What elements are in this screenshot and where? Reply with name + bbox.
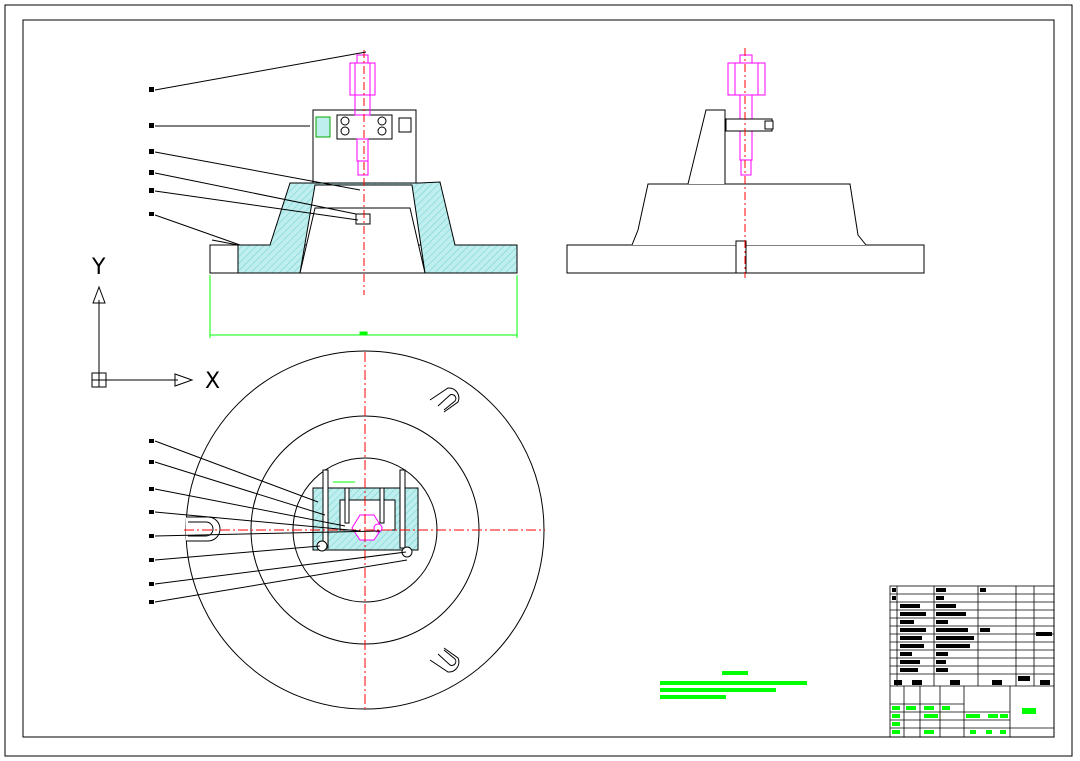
top-leaders (154, 440, 408, 603)
u-slot-top-right-inner (437, 394, 457, 411)
side-upright (687, 109, 726, 185)
side-slot (735, 240, 747, 274)
base-step (211, 239, 239, 246)
u-slot-left-inner (188, 521, 214, 537)
side-view (566, 48, 925, 278)
clamp-bolt-right (377, 116, 387, 126)
top-view (149, 350, 545, 710)
title-block (889, 585, 1055, 738)
u-slot-bottom-right-inner (437, 649, 457, 666)
top-tags (149, 439, 154, 604)
technical-notes (660, 671, 807, 699)
front-view (149, 50, 518, 338)
ucs-y-label: Y (91, 255, 106, 280)
ucs-x-label: X (205, 369, 220, 394)
detail-callout (315, 116, 331, 138)
front-leaders (154, 51, 367, 246)
side-nut (398, 117, 412, 133)
pin-head-mid (373, 523, 383, 533)
side-body (631, 183, 867, 246)
title-block-green-marks (892, 706, 1036, 734)
clamp-bolt-left (340, 116, 350, 126)
clamp-bolt-left-lower (340, 126, 350, 136)
side-screw (727, 54, 766, 176)
inner-border (22, 19, 1055, 738)
front-tags (149, 87, 154, 216)
body-cavity (299, 207, 426, 274)
fixture-body-section (237, 181, 518, 274)
bottom-nut (355, 213, 371, 225)
u-slot-left (186, 516, 221, 542)
ucs-icon (91, 285, 194, 388)
title-block-text-marks (892, 588, 1052, 685)
clamp-screw (349, 54, 376, 176)
outer-border (4, 4, 1073, 757)
side-cross-bolt (725, 118, 774, 132)
clamp-bolt-right-lower (377, 126, 387, 136)
base-width-dimension (209, 275, 518, 338)
pin-head-right (401, 546, 413, 558)
